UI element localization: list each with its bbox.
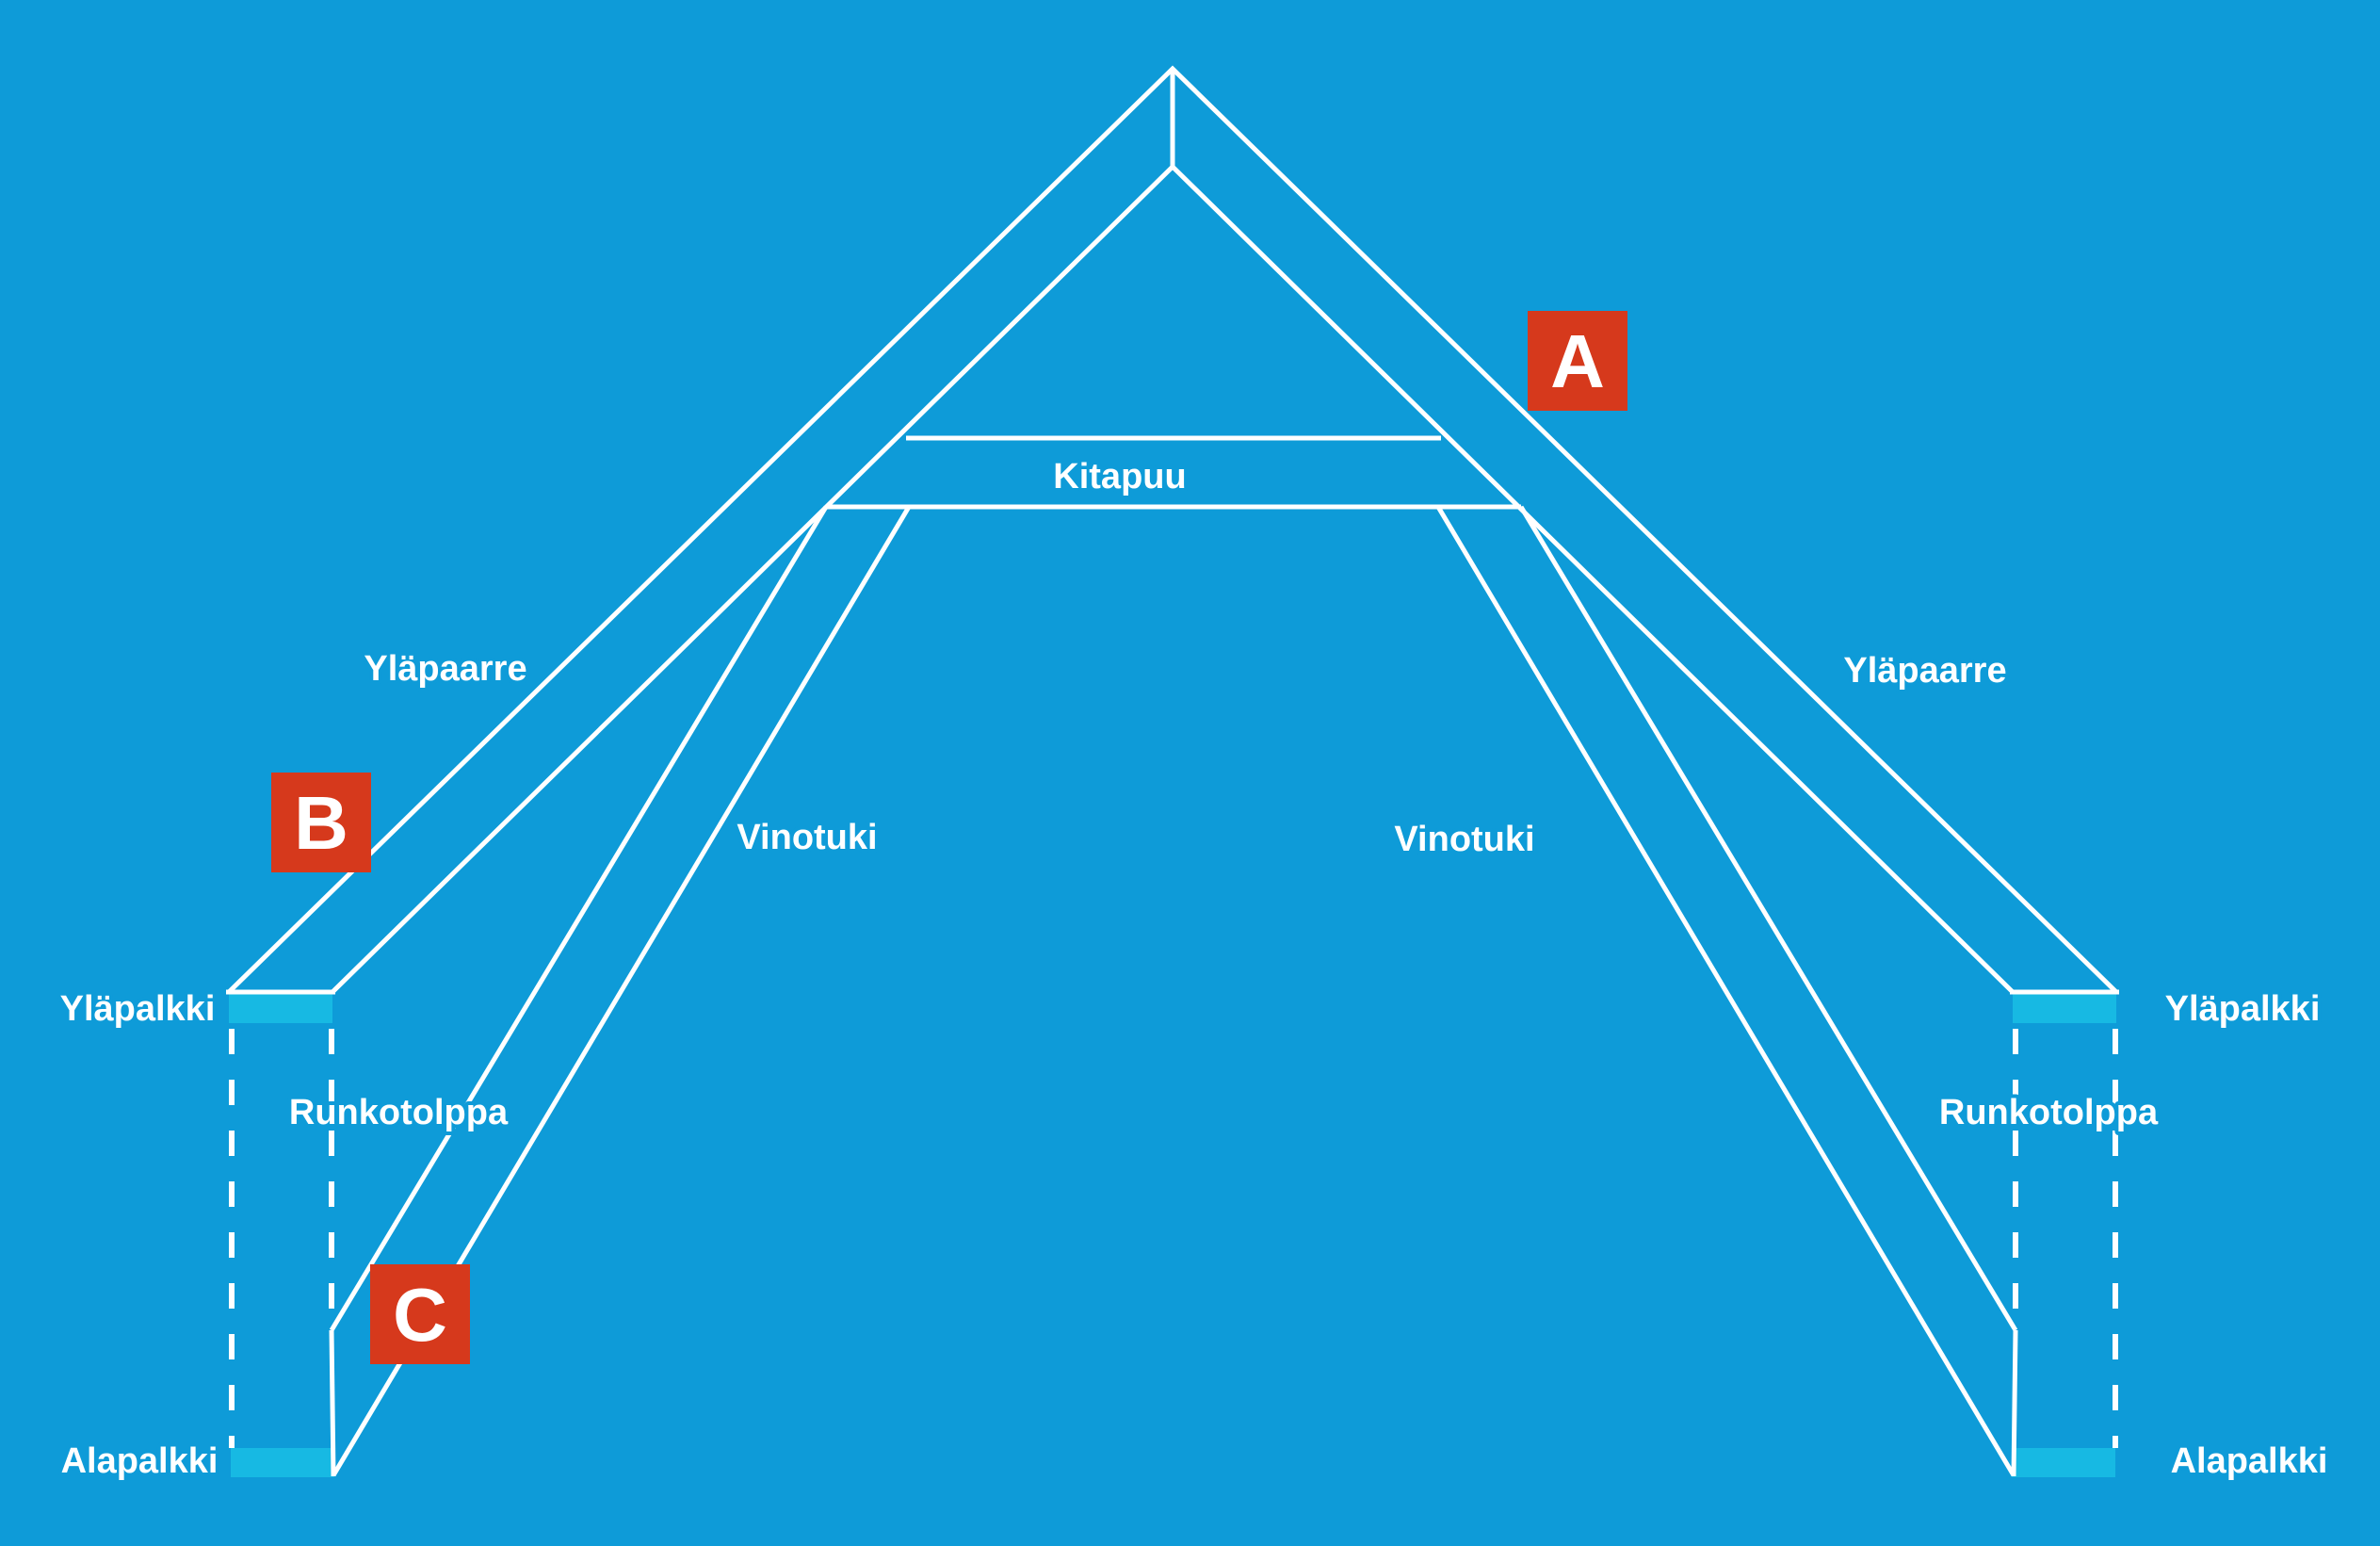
- kitapuu-label: Kitapuu: [1053, 457, 1186, 496]
- badge-b: B: [271, 773, 371, 872]
- ylapalkki-right-label: Yläpalkki: [2165, 989, 2321, 1029]
- post-left-inner-solid-segment: [329, 1329, 336, 1477]
- vinotuki-left-upper-edge: [329, 505, 829, 1332]
- vinotuki-right-lower-edge: [1435, 505, 2016, 1477]
- alapalkki-right-label: Alapalkki: [2171, 1441, 2328, 1481]
- runkotolppa-right-label: Runkotolppa: [1939, 1093, 2159, 1132]
- badge-c-square: [370, 1264, 470, 1364]
- badge-c: C: [370, 1264, 470, 1364]
- vinotuki-right-upper-edge: [1518, 505, 2018, 1332]
- badge-a-square: [1528, 311, 1627, 411]
- ylapaarre-left-label: Yläpaarre: [364, 649, 526, 689]
- ylapaarre-right-label: Yläpaarre: [1843, 651, 2006, 691]
- badge-c-letter: C: [393, 1273, 447, 1357]
- runkotolppa-left-label: Runkotolppa: [289, 1093, 509, 1132]
- alapalkki-right-highlight: [2012, 1448, 2115, 1477]
- vinotuki-left-label: Vinotuki: [737, 818, 877, 857]
- alapalkki-left-highlight: [231, 1448, 334, 1477]
- badge-b-letter: B: [294, 781, 348, 865]
- ylapalkki-left-highlight: [229, 994, 332, 1023]
- ylapalkki-right-highlight: [2013, 994, 2116, 1023]
- ylapalkki-left-label: Yläpalkki: [60, 989, 216, 1029]
- badge-a: A: [1528, 311, 1627, 411]
- alapalkki-left-label: Alapalkki: [61, 1441, 219, 1481]
- vinotuki-right-label: Vinotuki: [1394, 820, 1534, 859]
- badge-a-letter: A: [1550, 319, 1605, 403]
- post-right-inner-solid-segment: [2011, 1329, 2018, 1477]
- badge-b-square: [271, 773, 371, 872]
